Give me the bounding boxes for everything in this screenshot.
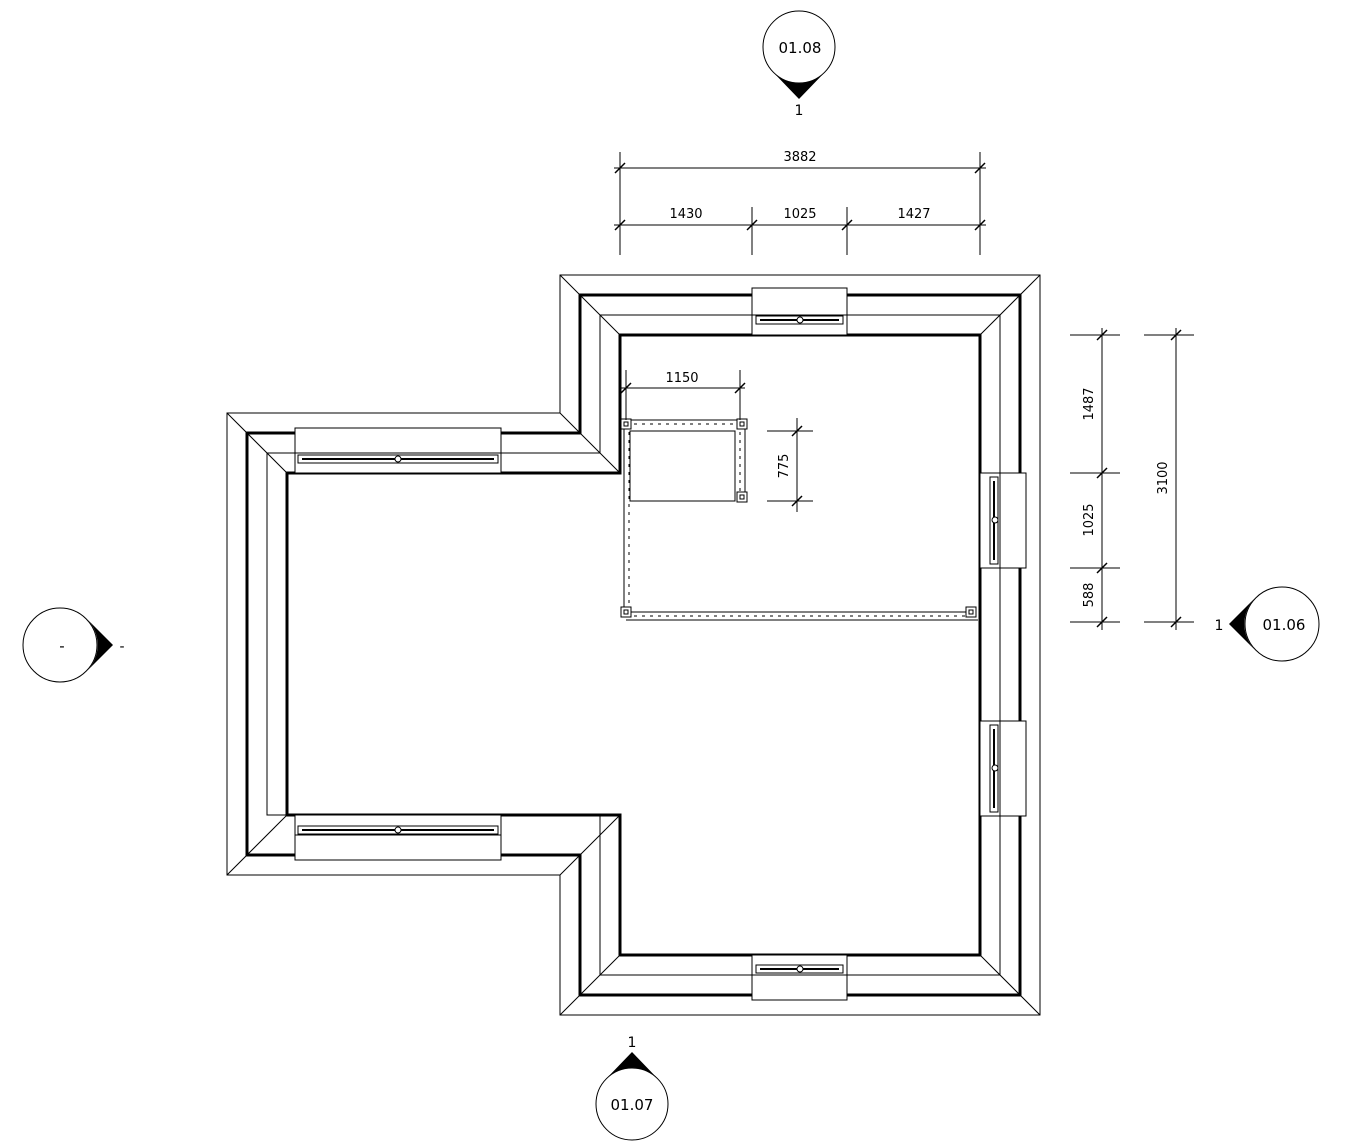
elevation-marker-north[interactable]: 01.08 1 [762,10,836,119]
dim-fixture-width: 1150 [665,371,698,386]
dim-depth-bottom: 588 [1082,583,1097,608]
elevation-marker-east-label: 01.06 [1263,616,1306,634]
elevation-marker-east[interactable]: 01.06 1 [1215,586,1320,662]
dim-width-left: 1430 [669,207,702,222]
wall-inner-trim [266,314,1001,976]
dim-overall-width: 3882 [783,150,816,165]
elevation-marker-west-label: - [59,637,64,655]
dim-width-window: 1025 [783,207,816,222]
dimension-lines [614,152,1194,630]
dim-width-right: 1427 [897,207,930,222]
dim-fixture-depth: 775 [777,454,792,479]
dim-overall-depth: 3100 [1156,461,1171,494]
interior-frame [620,418,978,621]
elevation-marker-north-label: 01.08 [779,39,822,57]
wall-outer-face [245,293,1022,997]
window-south [751,954,848,1001]
fixture-box [629,430,736,502]
elevation-marker-west[interactable]: - - [22,607,125,683]
dim-depth-top: 1487 [1082,387,1097,420]
dimension-labels: 3882 1430 1025 1427 1150 775 1487 1025 5… [665,150,1171,607]
elevation-marker-north-sheet: 1 [795,103,804,119]
windows [294,287,1027,1001]
window-north [751,287,848,336]
elevation-marker-south-sheet: 1 [628,1035,637,1051]
outer-roof-outline [226,274,1041,1016]
window-east-lower [979,720,1027,817]
dim-depth-window: 1025 [1082,503,1097,536]
window-east-upper [979,472,1027,569]
walls [226,274,1041,1016]
window-west-lower [294,814,502,861]
elevation-marker-south[interactable]: 01.07 1 [595,1035,669,1141]
elevation-marker-south-label: 01.07 [611,1096,654,1114]
elevation-marker-east-sheet: 1 [1215,618,1224,634]
corner-miters [226,274,1041,1016]
elevation-marker-west-sheet: - [119,639,124,655]
window-west-upper [294,427,502,474]
